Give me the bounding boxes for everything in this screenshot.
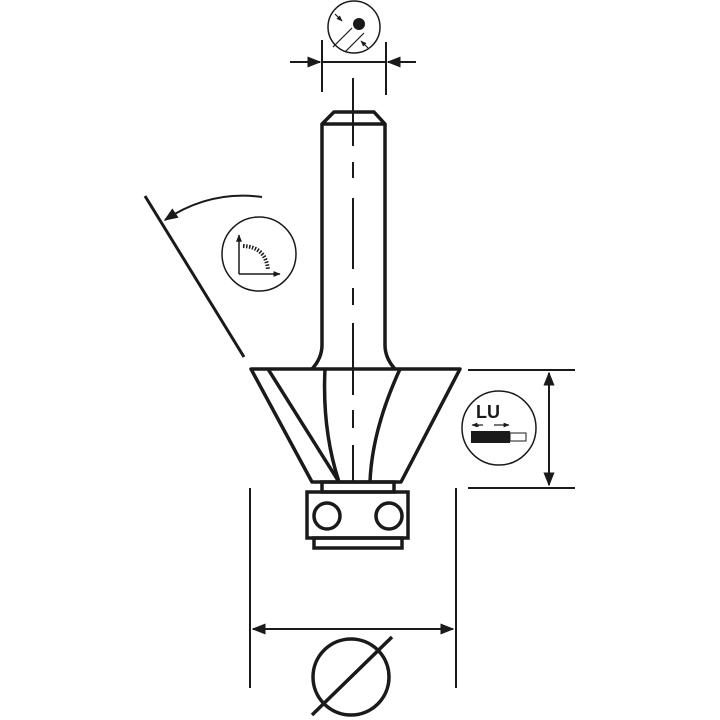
cutting-length-icon: LU xyxy=(461,390,537,466)
cutter-head xyxy=(249,367,462,484)
angle-icon xyxy=(221,216,297,292)
shank-dimension-line xyxy=(290,40,416,95)
lu-label: LU xyxy=(476,402,500,422)
cutting-length-dimension xyxy=(468,369,575,489)
bearing xyxy=(305,480,410,550)
angle-indicator xyxy=(143,194,263,358)
diameter-dimension xyxy=(249,488,457,688)
shank xyxy=(310,110,397,371)
shank-diameter-icon xyxy=(327,0,381,54)
diameter-symbol xyxy=(310,635,394,717)
